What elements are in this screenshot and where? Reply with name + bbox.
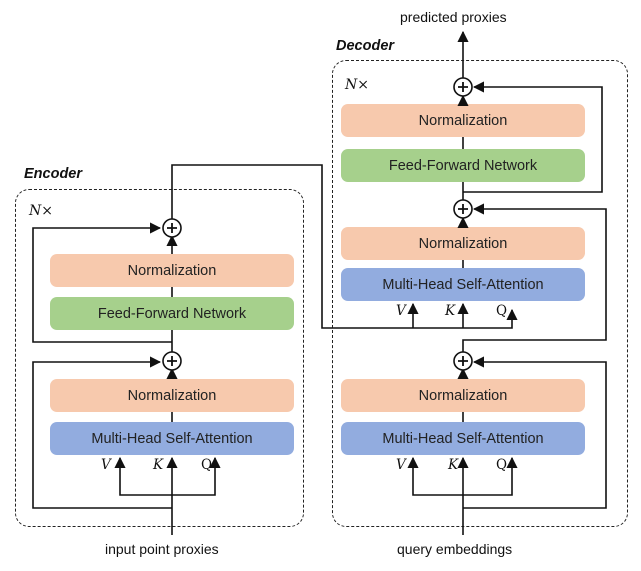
encoder-input-label: input point proxies — [105, 541, 219, 557]
decoder-normalization-bottom: Normalization — [341, 379, 585, 412]
encoder-v-branch — [114, 456, 172, 496]
encoder-normalization-bottom: Normalization — [50, 379, 294, 412]
decoder-v-branch — [407, 456, 463, 496]
encoder-port-k: K — [153, 457, 164, 473]
decoder-self-port-q: Q — [496, 457, 508, 473]
decoder-add-to-cross-q — [462, 339, 512, 352]
decoder-self-attention: Multi-Head Self-Attention — [341, 422, 585, 455]
decoder-self-port-k: K — [448, 457, 459, 473]
decoder-input-label: query embeddings — [397, 541, 513, 557]
encoder-residual-bottom — [32, 356, 172, 509]
decoder-add-bottom-plus-icon — [458, 356, 468, 366]
decoder-add-top-plus-icon — [458, 82, 468, 92]
decoder-cross-port-q: Q — [496, 303, 508, 319]
decoder-cross-port-v: V — [396, 303, 406, 319]
encoder-port-v: V — [101, 457, 111, 473]
decoder-residual-bottom — [463, 356, 607, 509]
decoder-cross-attention: Multi-Head Self-Attention — [341, 268, 585, 301]
encoder-output-route — [171, 164, 518, 329]
decoder-group — [332, 60, 628, 527]
decoder-add-middle-plus-icon — [458, 204, 468, 214]
encoder-multi-head-self-attention: Multi-Head Self-Attention — [50, 422, 294, 455]
decoder-residual-middle — [472, 203, 607, 341]
decoder-self-port-v: V — [396, 457, 406, 473]
encoder-repeat-label: N× — [29, 203, 53, 219]
encoder-port-q: Q — [201, 457, 213, 473]
decoder-repeat-label: N× — [345, 77, 369, 93]
decoder-title: Decoder — [336, 38, 395, 54]
encoder-feed-forward-network: Feed-Forward Network — [50, 297, 294, 330]
decoder-output-label: predicted proxies — [400, 9, 507, 25]
encoder-normalization-top: Normalization — [50, 254, 294, 287]
decoder-residual-top — [463, 81, 603, 193]
encoder-residual-top — [32, 222, 172, 343]
decoder-feed-forward-network: Feed-Forward Network — [341, 149, 585, 182]
decoder-normalization-middle: Normalization — [341, 227, 585, 260]
encoder-title: Encoder — [24, 166, 83, 182]
decoder-normalization-top: Normalization — [341, 104, 585, 137]
decoder-q-branch — [463, 456, 518, 496]
decoder-cross-port-k: K — [445, 303, 456, 319]
encoder-group — [15, 189, 304, 527]
encoder-q-branch — [172, 456, 221, 496]
encoder-add-top-plus-icon — [167, 223, 177, 233]
encoder-add-bottom-plus-icon — [167, 356, 177, 366]
